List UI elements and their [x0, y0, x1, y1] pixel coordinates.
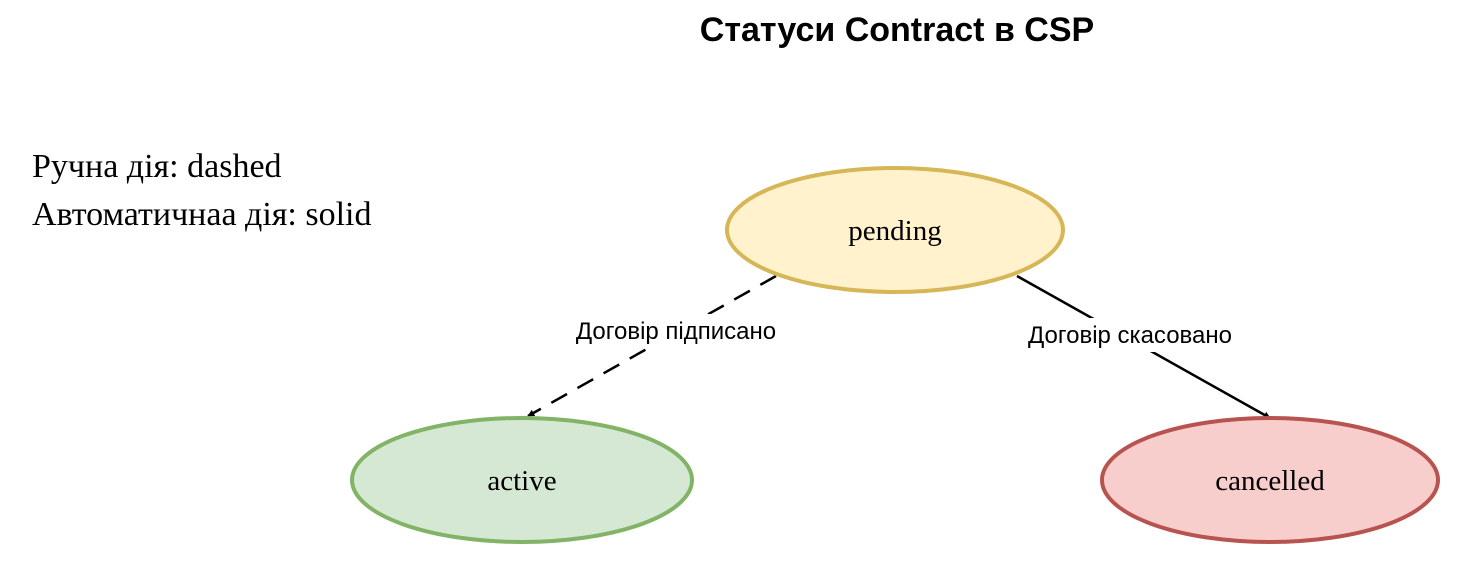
node-cancelled-label: cancelled — [1215, 465, 1325, 497]
legend-manual: Ручна дія: dashed — [32, 148, 282, 185]
node-cancelled[interactable]: cancelled — [1100, 416, 1440, 544]
edge-label-bg — [1008, 318, 1252, 352]
diagram-title: Статуси Contract в CSP — [700, 11, 1094, 49]
node-active[interactable]: active — [350, 416, 694, 544]
edge-label-cancelled: Договір скасовано — [1028, 322, 1232, 349]
node-pending[interactable]: pending — [725, 166, 1065, 294]
edge-pending-to-active — [527, 274, 777, 418]
edge-label-signed: Договір підписано — [576, 318, 776, 345]
legend-automatic: Автоматичнаа дія: solid — [32, 196, 372, 233]
node-active-label: active — [487, 465, 556, 497]
node-pending-label: pending — [848, 215, 941, 247]
edge-label-bg — [556, 314, 796, 348]
